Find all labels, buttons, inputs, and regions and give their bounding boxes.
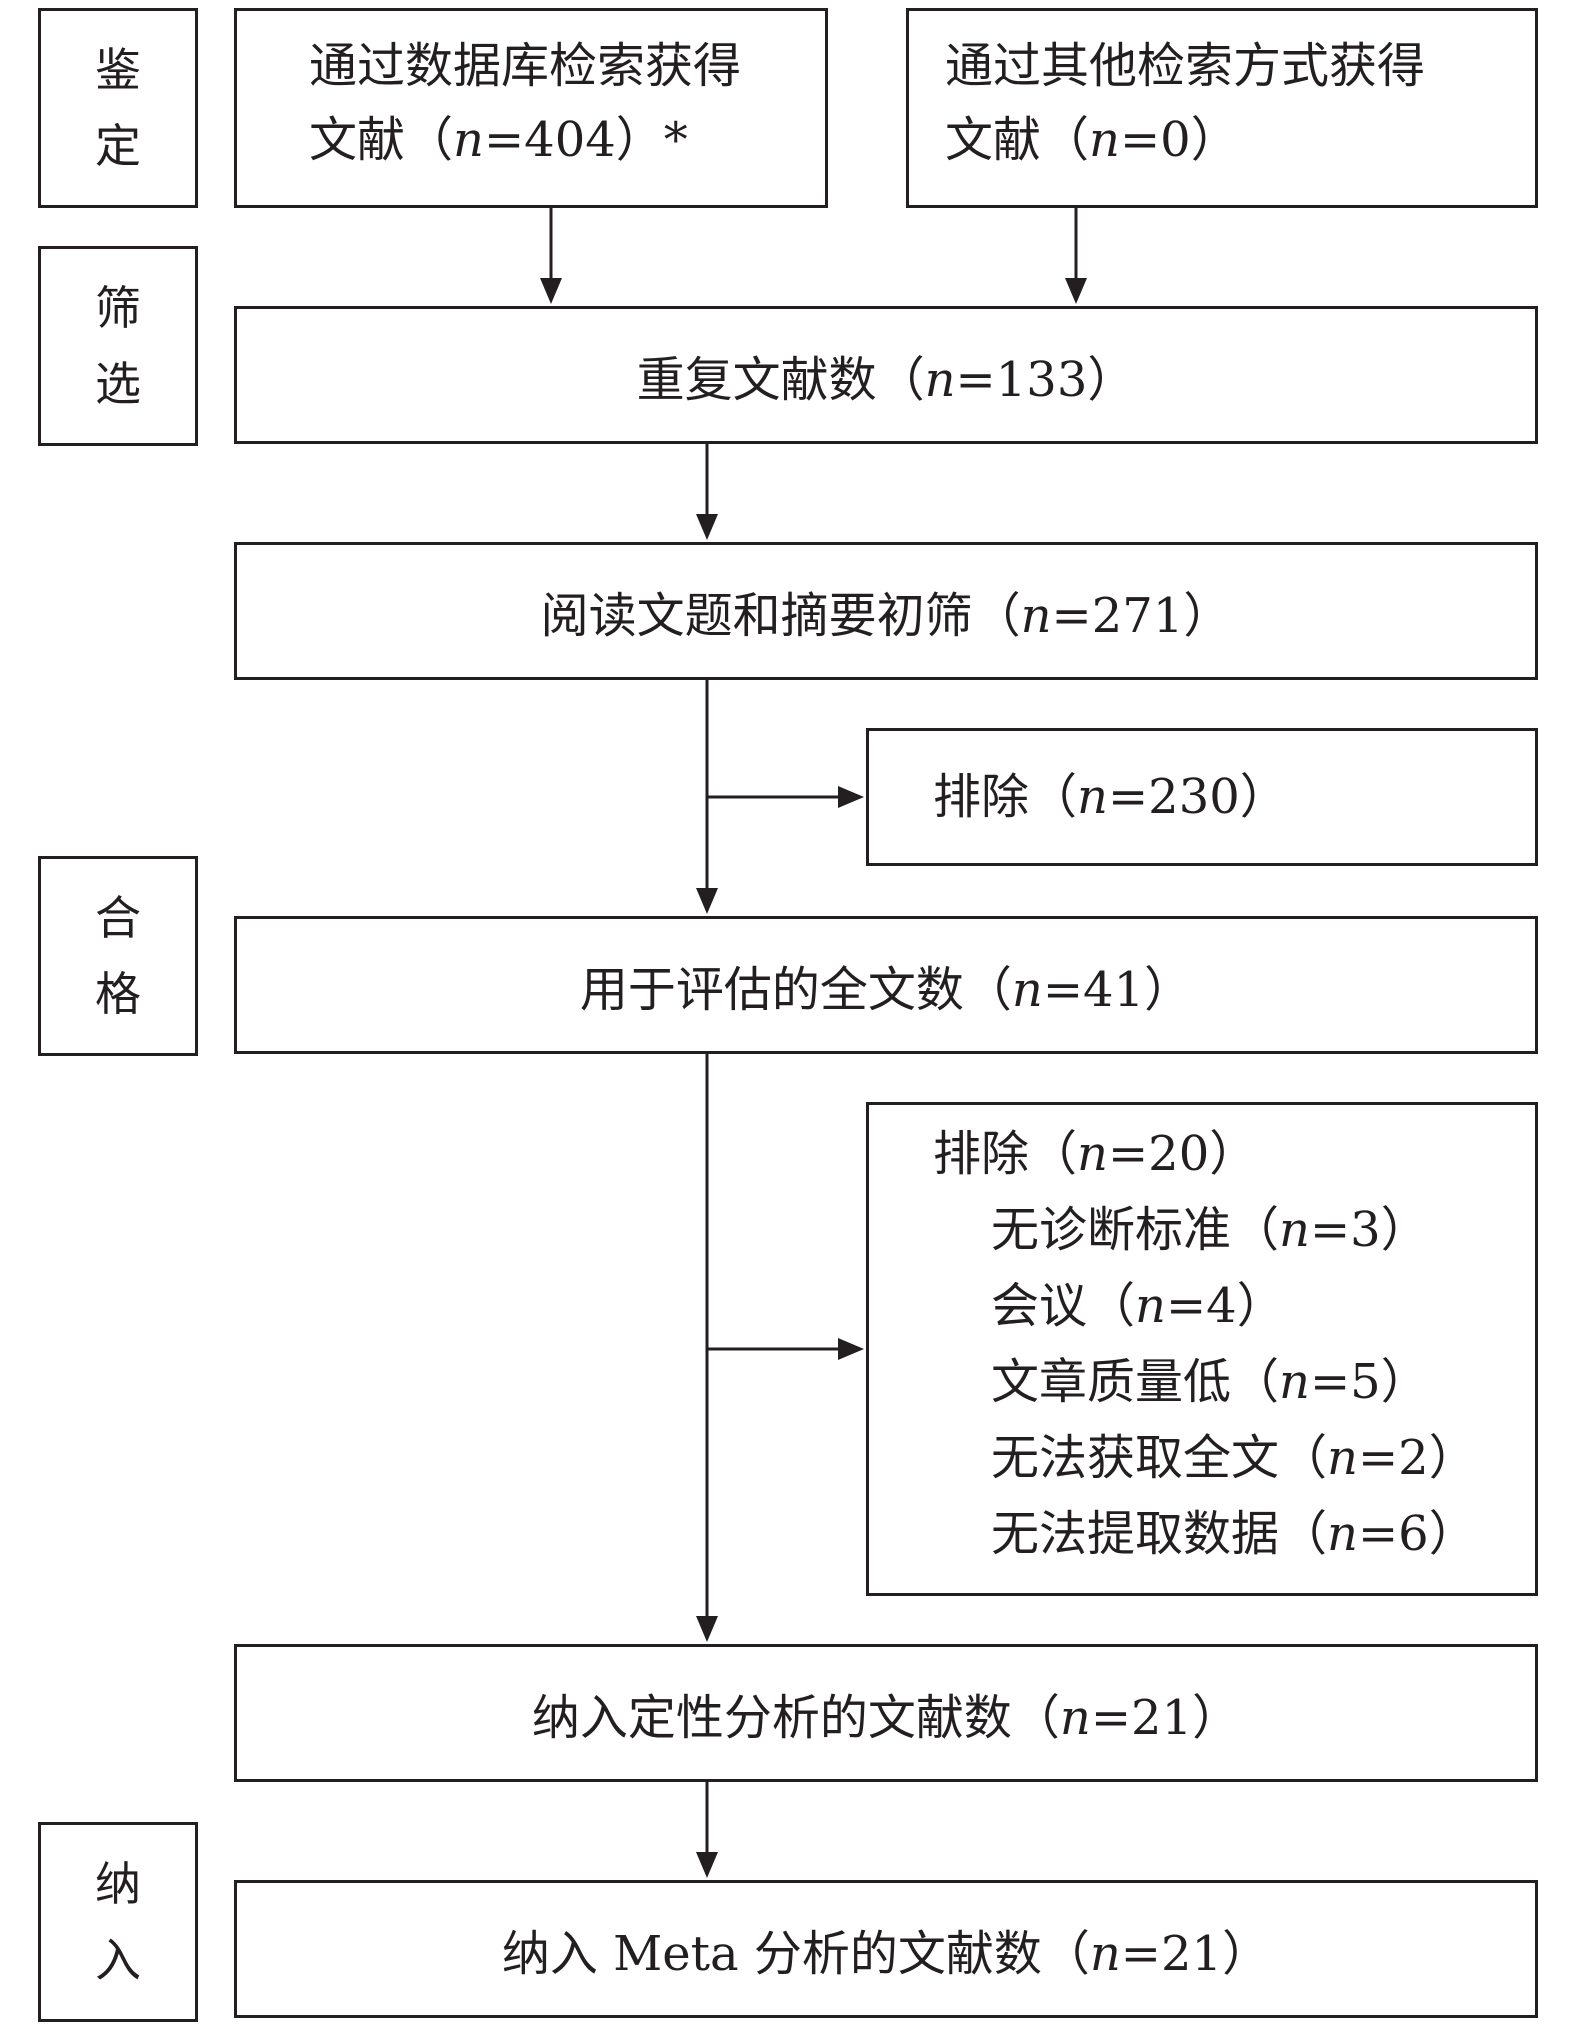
- meta-analysis-box: 纳入 Meta 分析的文献数（n=21）: [234, 1880, 1538, 2018]
- stage-included: 纳 入: [38, 1822, 198, 2022]
- excluded-second-box: 排除（n=20） 无诊断标准（n=3） 会议（n=4） 文章质量低（n=5） 无…: [866, 1102, 1538, 1596]
- stage-included-char-2: 入: [95, 1933, 141, 1987]
- arrowhead-screening-to-fulltext: [696, 888, 718, 914]
- stage-screening: 筛 选: [38, 246, 198, 446]
- exclusion-reason-no-data: 无法提取数据（n=6）: [991, 1506, 1477, 1562]
- arrowhead-branch-to-excluded-first: [838, 786, 864, 808]
- duplicates-label: 重复文献数（n=133）: [636, 352, 1136, 408]
- stage-identification: 鉴 定: [38, 8, 198, 208]
- arrowhead-qualitative-to-meta: [696, 1852, 718, 1878]
- exclusion-reason-low-quality: 文章质量低（n=5）: [991, 1354, 1429, 1410]
- exclusion-reason-no-diagnostic-criteria: 无诊断标准（n=3）: [991, 1202, 1429, 1258]
- arrowhead-fulltext-to-qualitative: [696, 1616, 718, 1642]
- duplicates-box: 重复文献数（n=133）: [234, 306, 1538, 444]
- exclusion-reason-no-fulltext: 无法获取全文（n=2）: [991, 1430, 1477, 1486]
- arrowhead-branch-to-excluded-second: [838, 1338, 864, 1360]
- stage-screening-char-2: 选: [95, 357, 141, 411]
- exclusion-reason-conference: 会议（n=4）: [991, 1278, 1285, 1334]
- stage-screening-char-1: 筛: [95, 281, 141, 335]
- stage-included-char-1: 纳: [95, 1857, 141, 1911]
- database-records-line-1: 通过数据库检索获得: [309, 38, 742, 94]
- database-records-box: 通过数据库检索获得 文献（n=404）*: [234, 8, 828, 208]
- excluded-second-header: 排除（n=20）: [933, 1126, 1258, 1182]
- fulltext-assessed-label: 用于评估的全文数（n=41）: [579, 962, 1193, 1018]
- qualitative-synthesis-box: 纳入定性分析的文献数（n=21）: [234, 1644, 1538, 1782]
- title-abstract-screening-label: 阅读文题和摘要初筛（n=271）: [540, 588, 1232, 644]
- qualitative-synthesis-label: 纳入定性分析的文献数（n=21）: [531, 1690, 1241, 1746]
- excluded-first-label: 排除（n=230）: [933, 769, 1288, 825]
- stage-eligibility-char-2: 格: [95, 967, 141, 1021]
- excluded-first-box: 排除（n=230）: [866, 728, 1538, 866]
- fulltext-assessed-box: 用于评估的全文数（n=41）: [234, 916, 1538, 1054]
- other-sources-line-2: 文献（n=0）: [945, 112, 1239, 168]
- meta-analysis-label: 纳入 Meta 分析的文献数（n=21）: [501, 1926, 1271, 1982]
- stage-identification-char-2: 定: [95, 119, 141, 173]
- arrowhead-other-to-duplicates: [1065, 278, 1087, 304]
- arrowhead-database-to-duplicates: [540, 278, 562, 304]
- stage-identification-char-1: 鉴: [95, 43, 141, 97]
- database-records-line-2: 文献（n=404）*: [309, 112, 688, 168]
- other-sources-box: 通过其他检索方式获得 文献（n=0）: [906, 8, 1538, 208]
- stage-eligibility: 合 格: [38, 856, 198, 1056]
- other-sources-line-1: 通过其他检索方式获得: [945, 38, 1426, 94]
- stage-eligibility-char-1: 合: [95, 891, 141, 945]
- arrowhead-duplicates-to-screening: [696, 514, 718, 540]
- title-abstract-screening-box: 阅读文题和摘要初筛（n=271）: [234, 542, 1538, 680]
